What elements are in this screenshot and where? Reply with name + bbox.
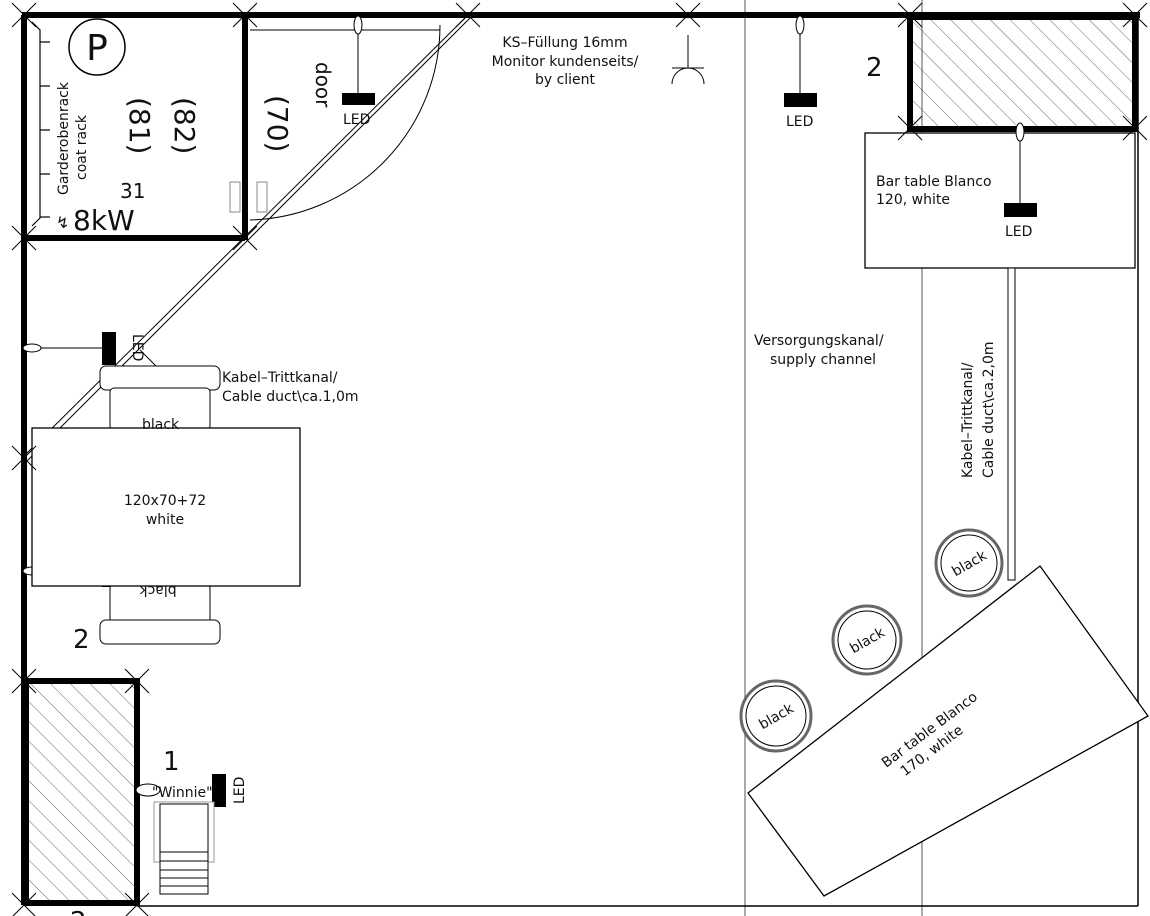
power-label: 8kW — [73, 204, 135, 237]
diagonal-cable-duct — [21, 14, 474, 463]
storage-block-top-right — [907, 14, 1138, 132]
chair-bottom-label: black — [139, 582, 177, 598]
cable-duct-left-line1: Kabel–Trittkanal/ — [222, 370, 338, 386]
junction-cross — [11, 445, 37, 471]
bar-table-170 — [747, 565, 1149, 897]
power-count: 31 — [120, 179, 145, 203]
monitor-note-line2: Monitor kundenseits/ — [492, 54, 639, 70]
junction-cross — [232, 225, 258, 251]
led-lamp-top-center: LED — [784, 15, 817, 130]
junction-cross — [12, 892, 37, 916]
stool: black — [934, 528, 1004, 598]
cable-duct-right-line2: Cable duct\ca.2,0m — [981, 342, 997, 479]
table-120x70 — [31, 427, 301, 587]
winnie-stand — [153, 801, 215, 895]
monitor-note-line3: by client — [535, 72, 596, 88]
monitor-note-line1: KS–Füllung 16mm — [502, 35, 627, 51]
led-lamp-left-top: LED — [22, 332, 145, 365]
left-table-count: 2 — [73, 625, 90, 655]
chair-bottom — [99, 583, 221, 645]
svg-text:LED: LED — [1005, 224, 1032, 240]
junction-cross — [675, 2, 701, 28]
supply-channel-line2: supply channel — [770, 352, 876, 368]
parking-label: P — [86, 28, 108, 69]
junction-cross — [1122, 115, 1148, 141]
coat-rack — [31, 21, 50, 227]
item-82: (82) — [168, 97, 201, 154]
svg-text:LED: LED — [232, 777, 248, 804]
bottom-count: 2 — [70, 907, 87, 916]
svg-text:LED: LED — [786, 114, 813, 130]
junction-cross — [897, 2, 923, 28]
junction-cross — [11, 668, 37, 694]
winnie-label: "Winnie" — [152, 785, 213, 801]
winnie-count: 1 — [163, 747, 180, 777]
junction-cross — [124, 668, 150, 694]
junction-cross — [232, 2, 258, 28]
parking-symbol — [68, 18, 126, 76]
cable-duct-left-line2: Cable duct\ca.1,0m — [222, 389, 359, 405]
coat-rack-label-de: Garderobenrack — [56, 81, 72, 195]
wall-junction-markers — [11, 2, 1148, 916]
chair-top — [99, 365, 221, 431]
door-label: door — [311, 62, 335, 108]
led-lamp-winnie: LED — [135, 774, 248, 807]
bar-table-120-line2: 120, white — [876, 192, 950, 208]
monitor-symbol — [671, 35, 705, 85]
door-swing-arc — [249, 24, 441, 221]
svg-text:LED: LED — [343, 112, 370, 128]
junction-cross — [897, 115, 923, 141]
stool: black — [831, 604, 903, 676]
chair-small — [229, 181, 268, 213]
junction-cross — [11, 2, 37, 28]
stool: black — [739, 679, 813, 753]
cable-duct-right-line1: Kabel–Trittkanal/ — [960, 362, 976, 478]
junction-cross — [1122, 2, 1148, 28]
item-70: (70) — [261, 95, 294, 152]
power-icon: ↯ — [56, 213, 69, 232]
junction-cross — [11, 225, 37, 251]
coat-rack-label-en: coat rack — [74, 114, 90, 180]
svg-text:LED: LED — [129, 334, 145, 361]
bar-table-120-line1: Bar table Blanco — [876, 174, 992, 190]
top-right-count: 2 — [866, 53, 883, 83]
table-color-label: white — [146, 512, 184, 528]
junction-cross — [125, 892, 150, 916]
led-lamp-top-storage: LED — [342, 15, 375, 128]
table-size-label: 120x70+72 — [124, 493, 206, 509]
supply-channel-line1: Versorgungskanal/ — [754, 333, 884, 349]
storage-block-bottom-left — [23, 678, 140, 906]
cable-duct-right — [1007, 267, 1016, 581]
chair-top-label: black — [142, 417, 180, 433]
led-lamp-top-right: LED — [1004, 122, 1037, 240]
junction-cross — [455, 2, 481, 28]
item-81: (81) — [123, 97, 156, 154]
bar-table-120 — [864, 132, 1136, 269]
